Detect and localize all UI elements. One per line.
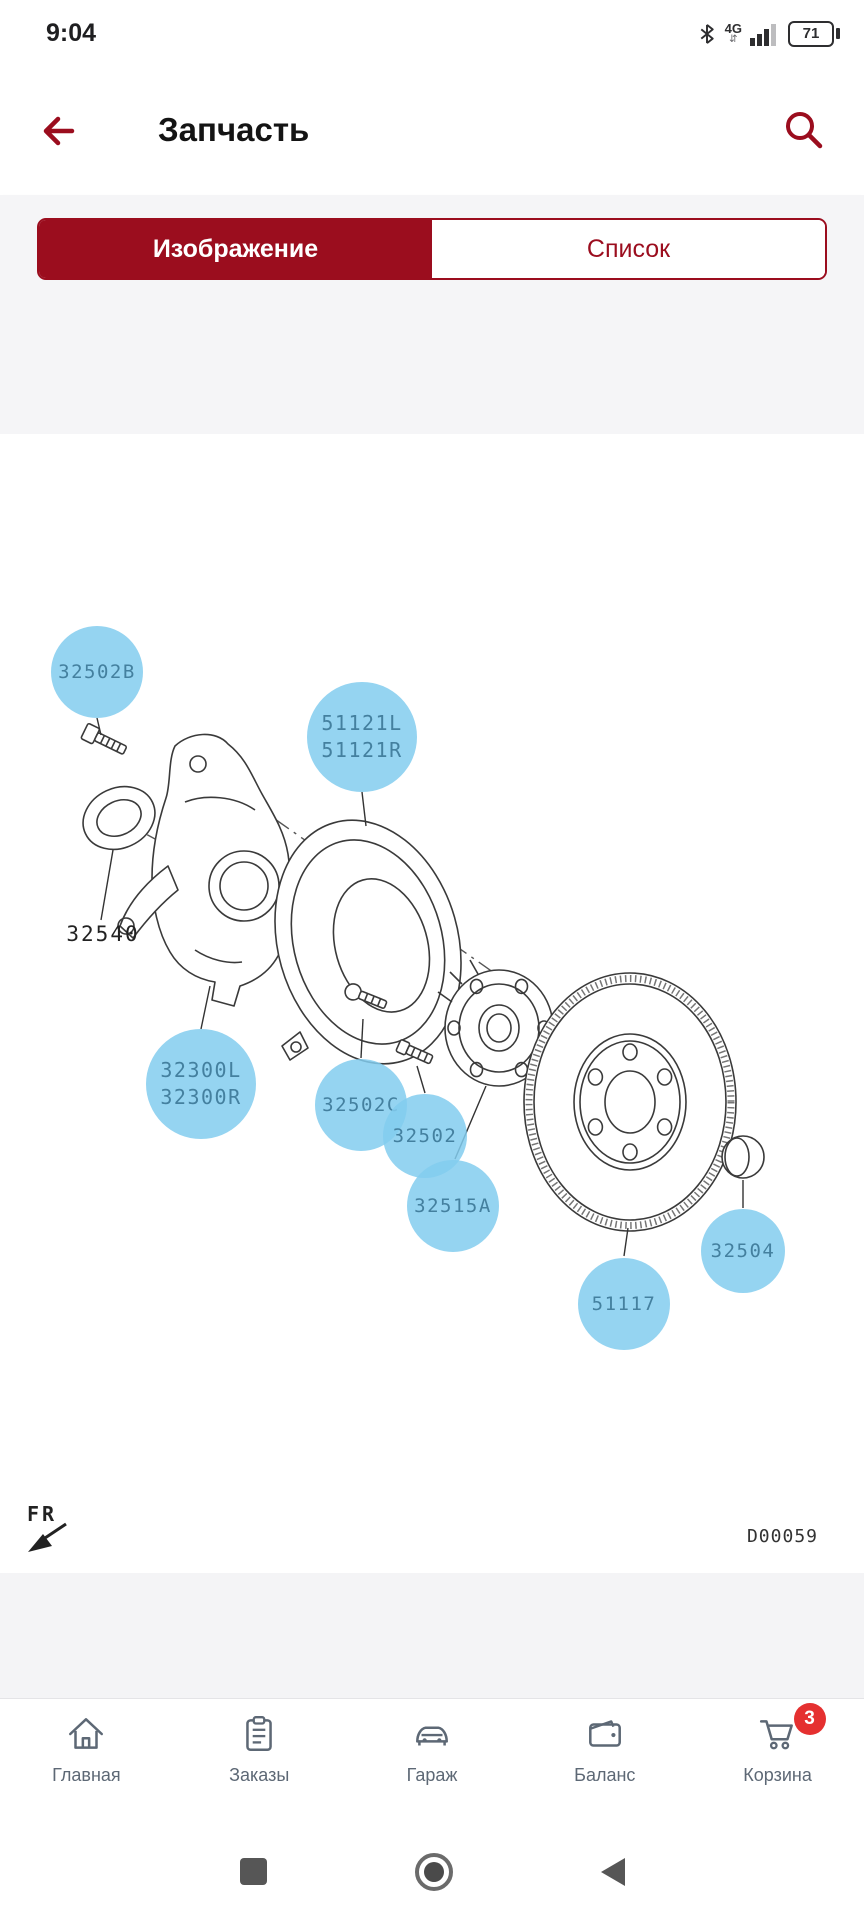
back-button[interactable]: [36, 109, 80, 153]
nav-label: Главная: [52, 1765, 121, 1785]
signal-icon: [750, 23, 776, 46]
drawing-code: D00059: [746, 1526, 818, 1547]
android-back-button[interactable]: [600, 1857, 625, 1886]
nav-label: Гараж: [406, 1765, 458, 1785]
orders-icon: [246, 1716, 272, 1752]
tab-list[interactable]: Список: [432, 220, 825, 278]
battery-level: 71: [802, 25, 820, 42]
nav-balance[interactable]: Баланс: [518, 1699, 691, 1823]
page-title: Запчасть: [158, 111, 310, 148]
clock: 9:04: [46, 19, 97, 47]
network-arrows-icon: ⇵: [729, 34, 738, 45]
tab-image[interactable]: Изображение: [39, 220, 432, 278]
part-label: 32540: [66, 922, 140, 946]
part-bubble[interactable]: 32502B: [51, 626, 143, 718]
bottom-nav: Главная Заказы Гараж Баланс: [0, 1698, 864, 1823]
fr-arrow-icon: [28, 1522, 67, 1552]
nav-label: Корзина: [743, 1765, 812, 1785]
home-icon: [69, 1718, 104, 1749]
part-bubble[interactable]: 51117: [578, 1258, 670, 1350]
battery-icon: 71: [788, 20, 840, 47]
part-bubble[interactable]: 32515A: [407, 1160, 499, 1252]
status-bar: 9:04 4G ⇵ 71: [0, 0, 864, 67]
network-type: 4G ⇵: [724, 21, 742, 45]
view-switcher: Изображение Список: [37, 218, 827, 280]
part-bubble[interactable]: 32502: [383, 1094, 467, 1178]
tabs-area: Изображение Список: [0, 195, 864, 434]
cart-icon: [759, 1720, 793, 1750]
wallet-icon: [588, 1720, 621, 1747]
app-header: Запчасть: [0, 67, 864, 195]
nav-orders[interactable]: Заказы: [173, 1699, 346, 1823]
fr-label: FR: [27, 1502, 58, 1526]
android-nav-bar: [0, 1823, 864, 1920]
nav-home[interactable]: Главная: [0, 1699, 173, 1823]
parts-diagram: [28, 717, 765, 1552]
bluetooth-icon: [700, 23, 714, 44]
nav-label: Заказы: [229, 1765, 290, 1785]
nav-cart[interactable]: Корзина 3: [691, 1699, 864, 1823]
android-home-button[interactable]: [414, 1852, 453, 1891]
content-footer-strip: [0, 1573, 864, 1698]
android-recents-button[interactable]: [239, 1858, 267, 1885]
search-icon[interactable]: [781, 107, 827, 153]
part-bubble[interactable]: 32504: [701, 1209, 785, 1293]
nav-garage[interactable]: Гараж: [346, 1699, 519, 1823]
nav-label: Баланс: [574, 1765, 636, 1785]
cart-badge: 3: [793, 1703, 826, 1735]
car-icon: [416, 1726, 448, 1746]
